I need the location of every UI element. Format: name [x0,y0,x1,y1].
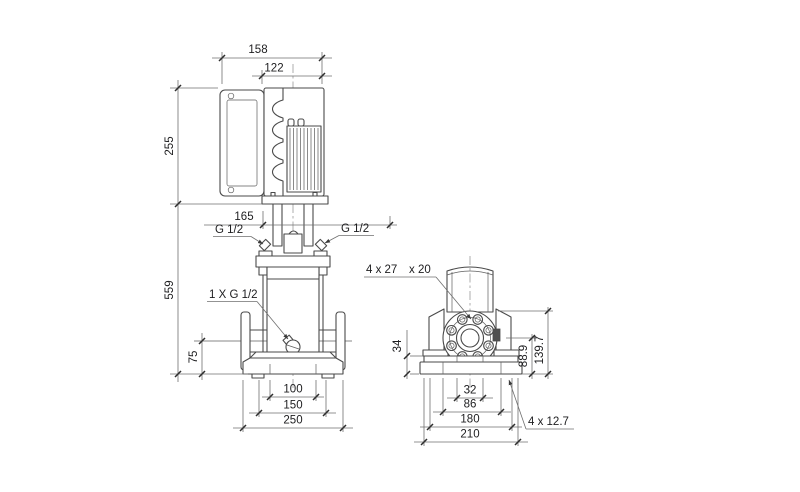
terminal-stud-left [287,118,295,127]
dim-label-255: 255 [164,136,176,155]
dim-label-165: 165 [234,211,253,223]
dim-139-7: 139.7 [498,307,553,379]
dim-label-100: 100 [283,384,302,396]
dim-210: 210 [414,378,528,446]
dim-label-75: 75 [188,351,200,364]
support-brackets [422,308,520,357]
motor-fin-pack [286,118,322,193]
terminal-detail [492,328,501,342]
suction-pipe [446,266,494,313]
base-foot-left [251,373,265,379]
annotation-flange-holes: 4 x 27 x 20 [364,264,472,320]
dim-label-180: 180 [460,414,479,426]
dim-34: 34 [392,330,423,379]
side-view: 34 88.9 139.7 32 [364,256,574,446]
dim-label-34: 34 [392,339,404,352]
dim-label-158: 158 [248,44,267,56]
base-foot-right [321,373,335,379]
motor-cooling-ribs [271,88,284,196]
tie-rod-nut-right [318,266,328,276]
dim-88-9: 88.9 [506,334,553,379]
annotation-plug-right: G 1/2 [324,223,374,244]
dim-75: 75 [188,333,206,380]
dim-label-210: 210 [460,429,479,441]
dim-250: 250 [233,380,353,432]
tie-rod-nut-left [258,266,268,276]
annotation-base-holes: 4 x 12.7 [508,379,574,430]
head-plug-right [313,238,328,258]
coupling-guard [283,233,303,254]
dim-158: 158 [212,44,332,84]
head-plug-left [258,238,273,258]
pump-head-flange [255,255,331,268]
annotation-label-drain: 1 X G 1/2 [209,289,258,301]
dim-label-250: 250 [283,415,302,427]
dim-label-86: 86 [464,399,477,411]
dim-180: 180 [420,378,522,431]
annotation-label-flange-holes-depth: x 20 [409,264,431,276]
dim-86: 86 [433,378,511,416]
dim-100: 100 [262,380,324,401]
dim-165: 165 [204,211,397,229]
dim-label-32: 32 [464,385,477,397]
pump-sleeve [258,266,328,353]
dim-32: 32 [447,378,493,402]
annotation-drain: 1 X G 1/2 [207,289,289,340]
drain-plug [282,334,301,355]
dim-122: 122 [252,63,332,84]
coupling-guard-dome [288,230,299,235]
base-plate [419,355,523,375]
dim-label-559: 559 [164,280,176,299]
dim-label-88-9: 88.9 [518,345,530,367]
dim-255-559: 255 559 [164,80,262,382]
terminal-stud-right [297,118,305,127]
front-view: 158 122 255 559 165 [164,44,397,432]
annotation-label-base-holes: 4 x 12.7 [528,416,569,428]
dim-label-150: 150 [283,400,302,412]
annotation-plug-left: G 1/2 [213,224,264,245]
annotation-label-plug-right: G 1/2 [341,223,369,235]
motor-control-box [219,89,265,197]
dim-label-139-7: 139.7 [534,336,546,365]
annotation-label-plug-left: G 1/2 [215,224,243,236]
pump-base [242,351,344,379]
dim-150: 150 [249,380,336,417]
annotation-label-flange-holes: 4 x 27 [366,264,397,276]
dim-label-122: 122 [264,63,283,75]
